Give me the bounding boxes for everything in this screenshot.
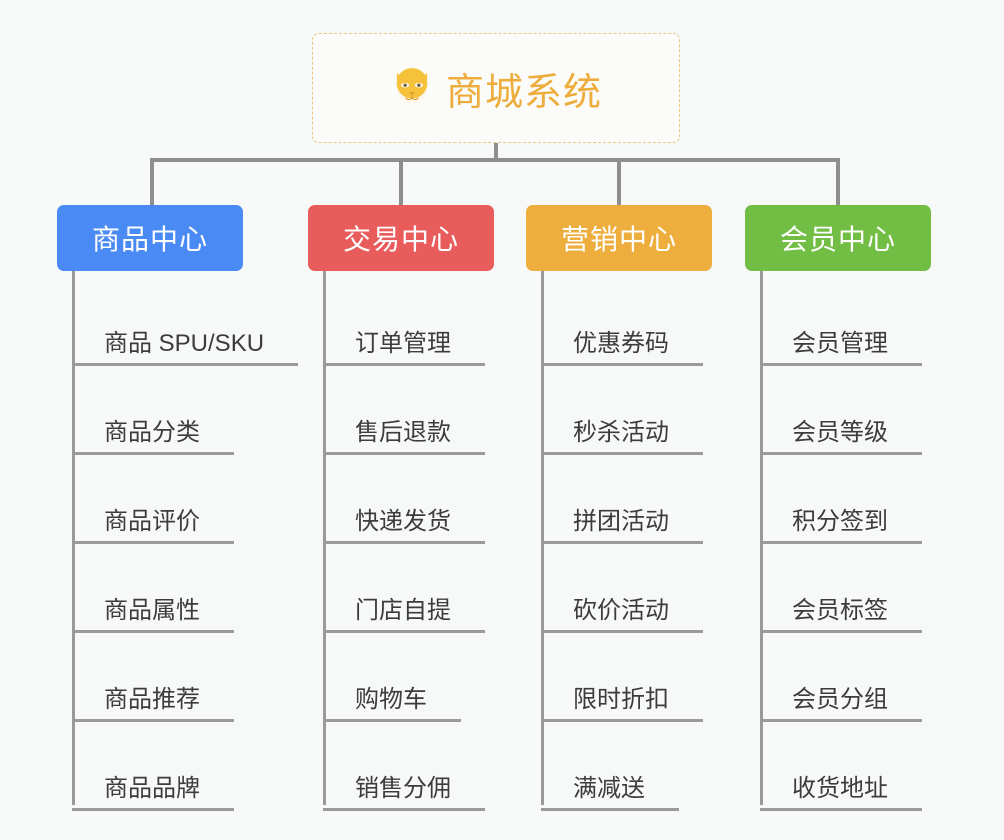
category-label: 交易中心 <box>342 224 459 255</box>
list-item[interactable]: 商品 SPU/SKU <box>57 277 299 366</box>
connector-horizontal-bar <box>150 158 840 162</box>
list-item[interactable]: 会员管理 <box>745 277 931 366</box>
list-item-label: 商品评价 <box>72 508 234 544</box>
list-item-label: 会员管理 <box>760 330 922 366</box>
root-node[interactable]: 商城系统 <box>312 33 680 143</box>
connector-stub-product-center <box>150 158 154 208</box>
list-item-label: 收货地址 <box>760 775 922 811</box>
list-item[interactable]: 商品分类 <box>57 366 298 455</box>
list-item[interactable]: 满减送 <box>526 722 712 811</box>
list-item[interactable]: 订单管理 <box>308 277 494 366</box>
dog-face-icon <box>390 66 434 110</box>
list-item-label: 商品 SPU/SKU <box>72 330 299 366</box>
list-item[interactable]: 拼团活动 <box>526 455 712 544</box>
list-item-label: 商品分类 <box>72 419 234 455</box>
list-item[interactable]: 商品属性 <box>57 544 298 633</box>
list-item-label: 订单管理 <box>323 330 485 366</box>
list-item-label: 门店自提 <box>323 597 485 633</box>
list-item[interactable]: 快递发货 <box>308 455 494 544</box>
list-item[interactable]: 会员分组 <box>745 633 931 722</box>
connector-stub-member-center <box>836 158 840 208</box>
list-item[interactable]: 购物车 <box>308 633 494 722</box>
list-item[interactable]: 商品推荐 <box>57 633 298 722</box>
list-item-label: 拼团活动 <box>541 508 703 544</box>
list-item[interactable]: 限时折扣 <box>526 633 712 722</box>
item-list-product-center: 商品 SPU/SKU 商品分类 商品评价 商品属性 商品推荐 商品品牌 <box>57 271 299 811</box>
list-item[interactable]: 会员标签 <box>745 544 931 633</box>
list-item-label: 秒杀活动 <box>541 419 703 455</box>
branch-trade-center: 交易中心 订单管理 售后退款 快递发货 门店自提 购物车 销售分佣 <box>308 205 494 811</box>
connector-root-stem <box>494 143 498 160</box>
list-item[interactable]: 秒杀活动 <box>526 366 712 455</box>
item-list-trade-center: 订单管理 售后退款 快递发货 门店自提 购物车 销售分佣 <box>308 271 494 811</box>
list-item[interactable]: 门店自提 <box>308 544 494 633</box>
item-list-marketing-center: 优惠券码 秒杀活动 拼团活动 砍价活动 限时折扣 满减送 <box>526 271 712 811</box>
branch-spine <box>72 271 75 805</box>
list-item-label: 购物车 <box>323 686 461 722</box>
list-item-label: 快递发货 <box>323 508 485 544</box>
list-item[interactable]: 砍价活动 <box>526 544 712 633</box>
list-item-label: 销售分佣 <box>323 775 485 811</box>
list-item-label: 满减送 <box>541 775 679 811</box>
category-box-product-center[interactable]: 商品中心 <box>57 205 243 271</box>
list-item-label: 积分签到 <box>760 508 922 544</box>
list-item-label: 商品品牌 <box>72 775 234 811</box>
list-item-label: 售后退款 <box>323 419 485 455</box>
list-item-label: 会员标签 <box>760 597 922 633</box>
branch-spine <box>541 271 544 805</box>
list-item[interactable]: 优惠券码 <box>526 277 712 366</box>
root-title: 商城系统 <box>445 71 602 114</box>
list-item-label: 会员等级 <box>760 419 922 455</box>
list-item[interactable]: 售后退款 <box>308 366 494 455</box>
list-item[interactable]: 积分签到 <box>745 455 931 544</box>
list-item[interactable]: 商品评价 <box>57 455 298 544</box>
list-item[interactable]: 会员等级 <box>745 366 931 455</box>
list-item[interactable]: 商品品牌 <box>57 722 298 811</box>
category-label: 营销中心 <box>560 224 677 255</box>
list-item-label: 优惠券码 <box>541 330 703 366</box>
category-box-marketing-center[interactable]: 营销中心 <box>526 205 712 271</box>
category-box-trade-center[interactable]: 交易中心 <box>308 205 494 271</box>
branch-marketing-center: 营销中心 优惠券码 秒杀活动 拼团活动 砍价活动 限时折扣 满减送 <box>526 205 712 811</box>
branch-product-center: 商品中心 商品 SPU/SKU 商品分类 商品评价 商品属性 商品推荐 商品品牌 <box>57 205 299 811</box>
list-item-label: 限时折扣 <box>541 686 703 722</box>
category-label: 会员中心 <box>779 224 896 255</box>
category-label: 商品中心 <box>91 224 208 255</box>
list-item[interactable]: 收货地址 <box>745 722 931 811</box>
branch-spine <box>323 271 326 805</box>
branch-member-center: 会员中心 会员管理 会员等级 积分签到 会员标签 会员分组 收货地址 <box>745 205 931 811</box>
list-item-label: 商品推荐 <box>72 686 234 722</box>
category-box-member-center[interactable]: 会员中心 <box>745 205 931 271</box>
item-list-member-center: 会员管理 会员等级 积分签到 会员标签 会员分组 收货地址 <box>745 271 931 811</box>
list-item[interactable]: 销售分佣 <box>308 722 494 811</box>
connector-stub-trade-center <box>399 158 403 208</box>
list-item-label: 砍价活动 <box>541 597 703 633</box>
connector-stub-marketing-center <box>617 158 621 208</box>
list-item-label: 会员分组 <box>760 686 922 722</box>
list-item-label: 商品属性 <box>72 597 234 633</box>
branch-spine <box>760 271 763 805</box>
